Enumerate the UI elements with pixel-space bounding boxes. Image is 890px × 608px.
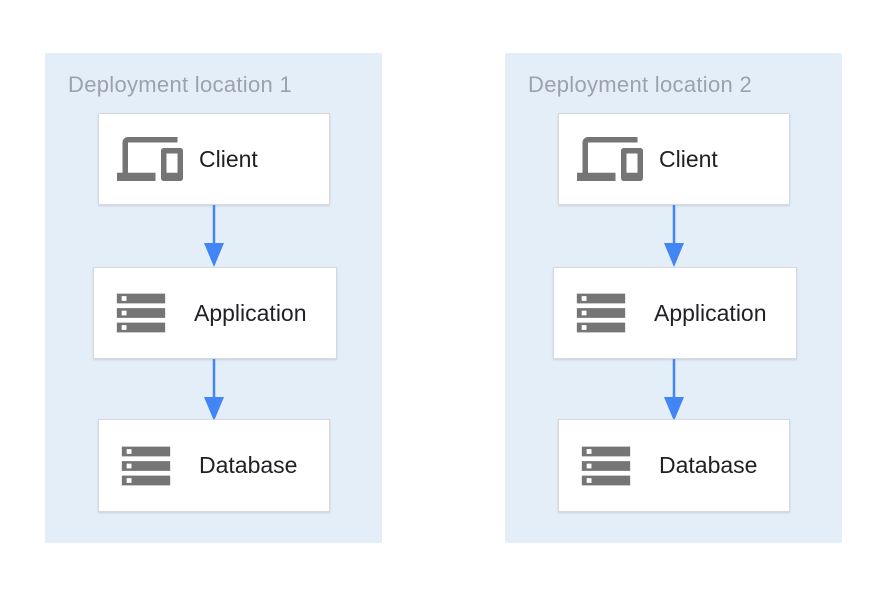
client-node: Client [558, 113, 790, 205]
application-node: Application [93, 267, 337, 359]
deployment-location-1-panel: Deployment location 1 Client Application [45, 53, 382, 543]
node-label: Client [659, 145, 718, 172]
arrow-client-to-application [664, 205, 684, 267]
client-node: Client [98, 113, 330, 205]
arrow-application-to-database [664, 359, 684, 421]
storage-icon [117, 437, 199, 495]
deployment-location-2-panel: Deployment location 2 Client Application [505, 53, 842, 543]
devices-icon [577, 126, 659, 192]
storage-icon [112, 284, 194, 342]
storage-icon [572, 284, 654, 342]
arrow-application-to-database [204, 359, 224, 421]
panel-title: Deployment location 1 [68, 72, 292, 97]
node-label: Application [654, 299, 767, 326]
node-label: Application [194, 299, 307, 326]
arrow-client-to-application [204, 205, 224, 267]
node-label: Database [199, 452, 298, 478]
node-label: Database [659, 452, 758, 478]
node-label: Client [199, 145, 258, 172]
database-node: Database [98, 419, 330, 512]
database-node: Database [558, 419, 790, 512]
storage-icon [577, 437, 659, 495]
devices-icon [117, 126, 199, 192]
panel-title: Deployment location 2 [528, 72, 752, 97]
application-node: Application [553, 267, 797, 359]
